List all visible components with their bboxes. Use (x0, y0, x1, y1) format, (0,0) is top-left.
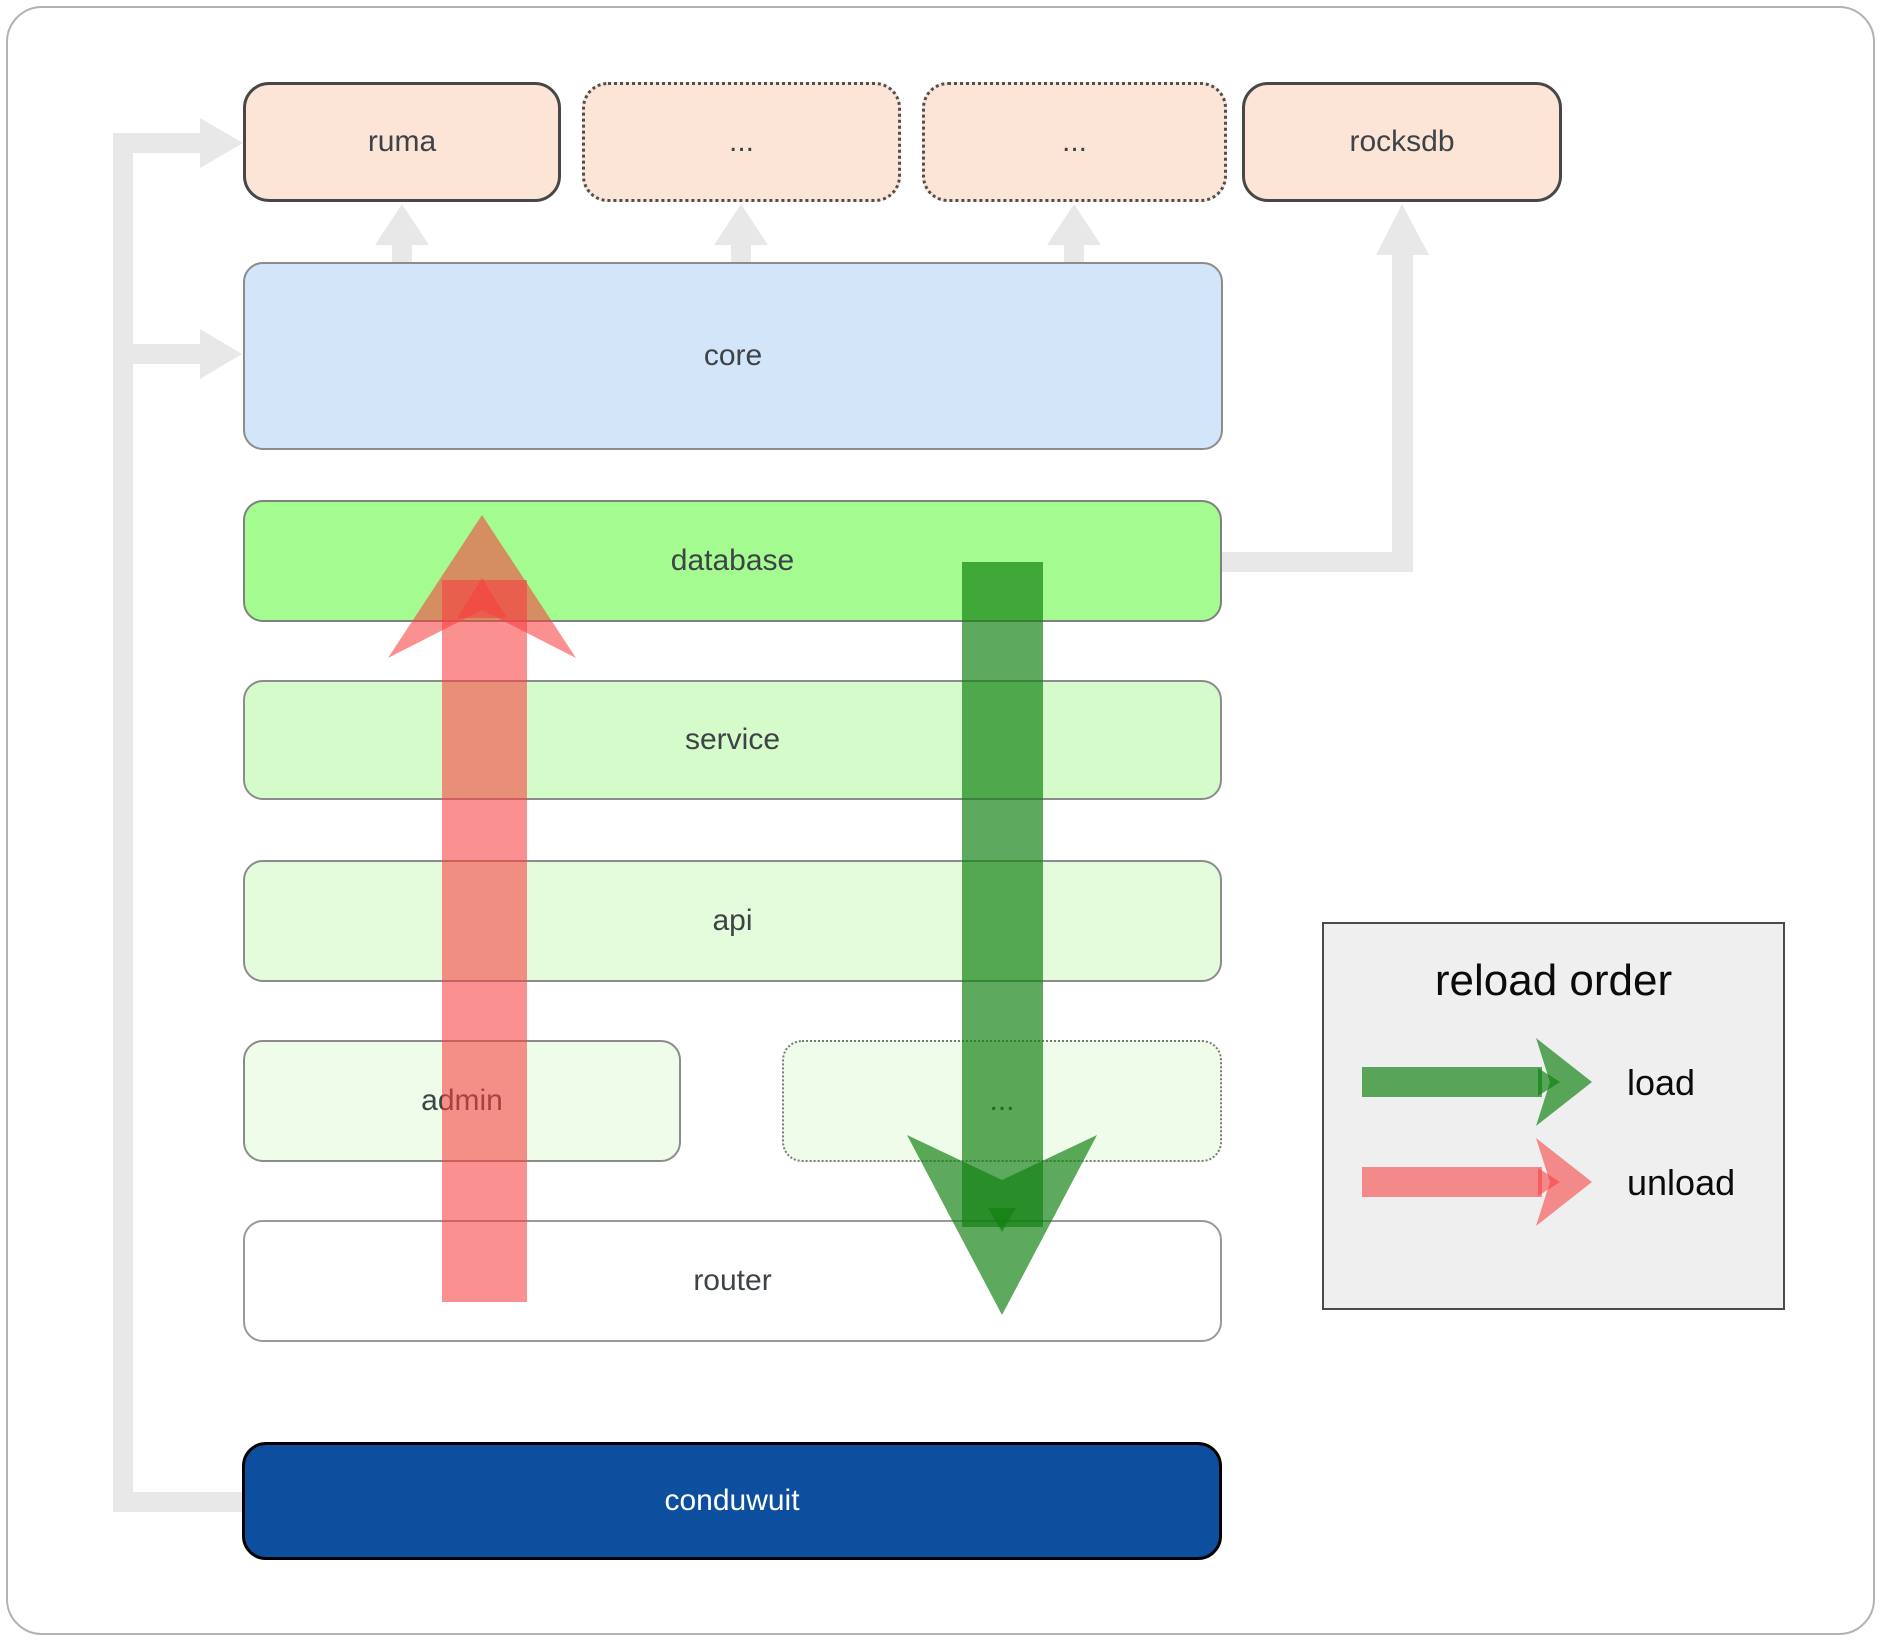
box-label: conduwuit (664, 1484, 800, 1517)
box-label: router (693, 1264, 772, 1297)
box-ruma: ruma (243, 82, 561, 202)
box-label: ruma (367, 125, 437, 158)
outer-frame (6, 6, 1875, 1635)
box-label: ... (728, 125, 754, 158)
legend-title: reload order (1434, 956, 1673, 1005)
legend: reload order (1322, 922, 1785, 1310)
box-label: ... (1061, 125, 1087, 158)
box-label: rocksdb (1349, 125, 1455, 158)
box-label: database (670, 544, 795, 577)
box-label: core (703, 339, 763, 372)
box-label: api (712, 904, 753, 937)
box-rocksdb: rocksdb (1242, 82, 1562, 202)
box-service: service (243, 680, 1222, 800)
box-database: database (243, 500, 1222, 622)
box-conduwuit: conduwuit (242, 1442, 1222, 1560)
legend-unload-label: unload (1627, 1162, 1736, 1203)
box-router: router (243, 1220, 1222, 1342)
legend-load-label: load (1627, 1062, 1696, 1103)
box-external-3: ... (782, 1040, 1222, 1162)
box-core: core (243, 262, 1223, 450)
box-external-2: ... (922, 82, 1227, 202)
box-admin: admin (243, 1040, 681, 1162)
box-label: admin (421, 1084, 503, 1117)
box-label: service (684, 723, 781, 756)
box-label: ... (989, 1084, 1015, 1117)
box-api: api (243, 860, 1222, 982)
box-external-1: ... (582, 82, 901, 202)
